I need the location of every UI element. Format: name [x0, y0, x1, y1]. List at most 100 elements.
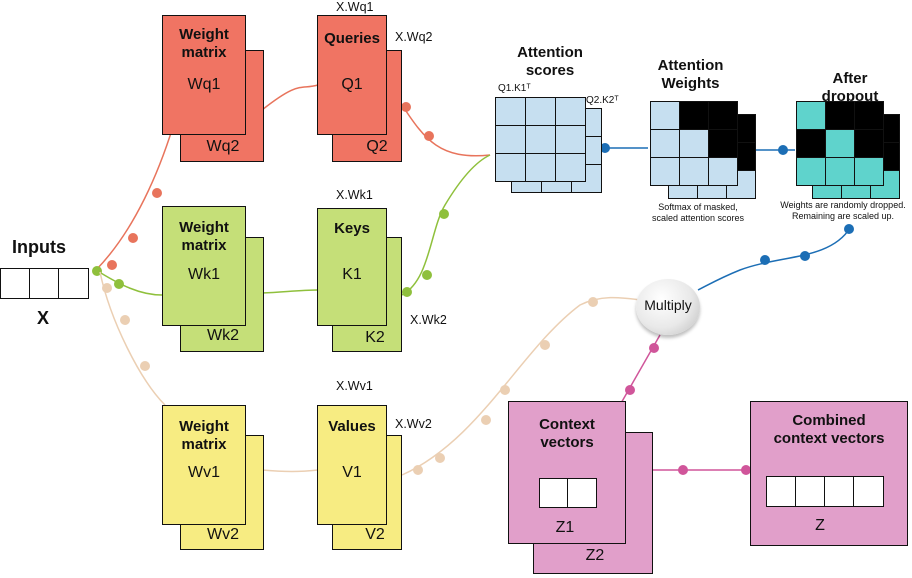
wk-title: Weight matrix: [179, 219, 229, 254]
attention-weights-title: Attention Weights: [657, 57, 724, 92]
query-connector-2: [261, 84, 319, 111]
q2-label: Q2: [366, 138, 388, 155]
key-dot: [422, 270, 432, 280]
dropout-dot: [800, 251, 810, 261]
q1-label: Q1: [341, 76, 363, 93]
query-dot: [401, 102, 411, 112]
v1-box: [317, 405, 387, 525]
xwq2-label: X.Wq2: [395, 30, 433, 44]
value-dot: [435, 453, 445, 463]
matrix-cell: [650, 101, 680, 130]
matrix-cell: [679, 101, 709, 130]
query-dot: [107, 260, 117, 270]
value-dot: [540, 340, 550, 350]
matrix-cell: [708, 129, 738, 158]
wk2-label: Wk2: [207, 327, 239, 344]
matrix-cell: [825, 129, 855, 158]
key-out-connector: [401, 154, 491, 296]
matrix-cell: [708, 157, 738, 186]
combined-context-box: [750, 401, 908, 546]
after-dropout-title: After dropout: [821, 70, 879, 105]
wv2-label: Wv2: [207, 526, 239, 543]
key-dot: [439, 209, 449, 219]
query-dot: [152, 188, 162, 198]
wq1-matrix: [162, 15, 246, 135]
attention-weights-matrix-1: [650, 101, 738, 186]
combined-cell: [824, 476, 855, 507]
matrix-cell: [495, 153, 526, 182]
query-out-connector: [401, 104, 491, 157]
matrix-cell: [796, 157, 826, 186]
matrix-cell: [679, 129, 709, 158]
matrix-cell: [708, 101, 738, 130]
dropout-dot: [760, 255, 770, 265]
input-cell: [58, 268, 89, 299]
matrix-cell: [854, 101, 884, 130]
matrix-cell: [555, 97, 586, 126]
attention-dot: [600, 143, 610, 153]
input-cell: [0, 268, 31, 299]
context-dot: [678, 465, 688, 475]
combined-cell: [853, 476, 884, 507]
q1-box: [317, 15, 387, 135]
z2-label: Z2: [585, 547, 605, 564]
value-dot: [481, 415, 491, 425]
query-dot: [424, 131, 434, 141]
matrix-cell: [495, 97, 526, 126]
matrix-cell: [650, 129, 680, 158]
matrix-cell: [495, 125, 526, 154]
wv1-matrix: [162, 405, 246, 525]
after-dropout-caption: Weights are randomly dropped. Remaining …: [780, 200, 906, 221]
wq1-label: Wq1: [187, 76, 221, 93]
z1-box: [508, 401, 626, 544]
matrix-cell: [854, 157, 884, 186]
context-dot: [625, 385, 635, 395]
value-dot: [120, 315, 130, 325]
matrix-cell: [525, 153, 556, 182]
xwq1-label: X.Wq1: [336, 0, 374, 14]
attention-weights-caption: Softmax of masked, scaled attention scor…: [651, 202, 745, 223]
matrix-cell: [555, 153, 586, 182]
key-dot: [114, 279, 124, 289]
wq2-label: Wq2: [206, 138, 240, 155]
dropout-matrix-1: [796, 101, 884, 186]
inputs-title: Inputs: [12, 237, 66, 257]
xwk2-label: X.Wk2: [410, 313, 447, 327]
keys-title: Keys: [334, 220, 370, 237]
wv-title: Weight matrix: [179, 418, 229, 453]
attention-scores-title: Attention scores: [517, 44, 583, 79]
input-cell: [29, 268, 60, 299]
matrix-cell: [525, 97, 556, 126]
xwv2-label: X.Wv2: [395, 417, 432, 431]
key-connector-2: [261, 289, 319, 294]
v2-label: V2: [365, 526, 385, 543]
q2k2-label: Q2.K2ᵀ: [586, 95, 619, 106]
wk1-label: Wk1: [188, 266, 220, 283]
key-dot: [92, 266, 102, 276]
inputs-label: X: [37, 308, 50, 328]
matrix-cell: [796, 129, 826, 158]
dropout-dot: [844, 224, 854, 234]
context-dot: [741, 465, 751, 475]
matrix-cell: [796, 101, 826, 130]
queries-title: Queries: [324, 30, 380, 47]
v1-label: V1: [342, 464, 362, 481]
value-dot: [588, 297, 598, 307]
value-dot: [140, 361, 150, 371]
value-connector-2: [261, 469, 319, 473]
z1-label: Z1: [555, 519, 575, 536]
combined-context-title: Combined context vectors: [773, 412, 885, 447]
combined-cell: [795, 476, 826, 507]
context-vectors-title: Context vectors: [539, 416, 595, 451]
key-dot: [402, 287, 412, 297]
wv1-label: Wv1: [188, 464, 220, 481]
matrix-cell: [825, 101, 855, 130]
multiply-node: [636, 279, 700, 335]
key-connector: [95, 269, 163, 296]
context-dot: [649, 343, 659, 353]
matrix-cell: [650, 157, 680, 186]
wk1-matrix: [162, 206, 246, 326]
xwk1-label: X.Wk1: [336, 188, 373, 202]
